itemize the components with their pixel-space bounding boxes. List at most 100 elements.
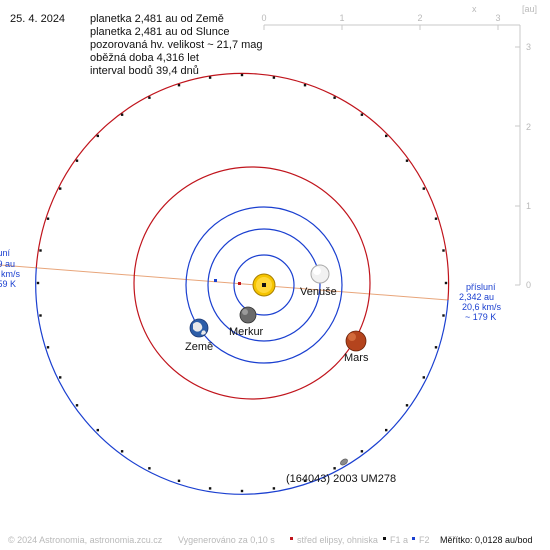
orbit-point [120, 113, 124, 116]
orbit-point [272, 487, 276, 490]
orbit-point [405, 159, 409, 162]
orbit-point [39, 314, 42, 317]
orbit-point [422, 187, 425, 190]
asteroid-orbit-south [35, 267, 449, 495]
orbit-point [59, 376, 62, 379]
mars-label: Mars [344, 352, 369, 364]
footer: © 2024 Astronomia, astronomia.zcu.cz Vyg… [8, 535, 533, 545]
orbit-point [434, 217, 438, 220]
orbit-point [442, 249, 445, 252]
apsis-line [0, 264, 449, 301]
orbit-point [96, 134, 99, 138]
orbit-point [405, 404, 409, 407]
venus-label: Venuše [300, 286, 337, 298]
orbit-point [208, 76, 212, 79]
orbit-point [148, 467, 151, 470]
perihelion-info: přísluní 2,342 au 20,6 km/s ~ 179 K [459, 282, 502, 322]
focus-f2-marker [214, 279, 217, 282]
orbit-point [46, 346, 50, 349]
earth-orbit [185, 206, 343, 364]
asteroid-orbit-points [36, 73, 448, 493]
f1-legend-marker [383, 537, 386, 540]
orbit-point [442, 314, 445, 317]
aphelion-info: odsluní 3,319 au ~ 14,6 km/s ~ 159 K [0, 248, 20, 289]
orbit-point [75, 404, 79, 407]
date-label: 25. 4. 2024 [10, 13, 65, 25]
orbit-point [39, 249, 42, 252]
legend-f2: F2 [419, 535, 430, 545]
perihelion-distance: 2,342 au [459, 292, 494, 302]
orbit-point [96, 428, 99, 432]
perihelion-velocity: 20,6 km/s [462, 302, 502, 312]
x-axis-label: x [472, 4, 477, 14]
info-line: oběžná doba 4,316 let [90, 52, 199, 64]
orbit-point [36, 281, 40, 285]
orbit-point [360, 450, 364, 453]
orbit-point [333, 96, 336, 99]
orbit-point [177, 479, 181, 482]
f2-legend-marker [412, 537, 415, 540]
mercury-orbit [233, 254, 295, 316]
y-tick-label: 3 [526, 42, 531, 52]
mars-icon [345, 330, 367, 352]
info-line: planetka 2,481 au od Slunce [90, 26, 229, 38]
y-tick-label: 0 [526, 280, 531, 290]
scale-label: Měřítko: [440, 535, 473, 545]
asteroid-label: (164043) 2003 UM278 [286, 473, 396, 485]
perihelion-label: přísluní [466, 282, 496, 292]
unit-label: [au] [522, 4, 537, 14]
orbit-point [333, 467, 336, 470]
aphelion-distance: 3,319 au [0, 259, 15, 269]
generation-time: Vygenerováno za 0,10 s [178, 535, 275, 545]
copyright: © 2024 Astronomia, astronomia.zcu.cz [8, 535, 163, 545]
y-tick-label: 2 [526, 122, 531, 132]
earth-label: Země [185, 341, 213, 353]
orbit-point [46, 217, 50, 220]
earth-icon [189, 318, 209, 338]
x-tick-label: 0 [261, 13, 266, 23]
legend-center: střed elipsy, ohniska [297, 535, 378, 545]
asteroid-icon [340, 458, 348, 466]
orbit-point [360, 113, 364, 116]
orbit-point [422, 376, 425, 379]
orbit-point [303, 84, 307, 87]
info-line: interval bodů 39,4 dnů [90, 65, 199, 77]
legend-f1: F1 a [390, 535, 408, 545]
venus-orbit [207, 228, 321, 342]
info-line: pozorovaná hv. velikost ~ 21,7 mag [90, 39, 263, 51]
aphelion-temperature: ~ 159 K [0, 279, 16, 289]
orbit-point [240, 489, 244, 493]
orbit-point [59, 187, 62, 190]
orbit-point [385, 428, 388, 432]
planet-orbits [133, 166, 371, 400]
asteroid-orbit-north [35, 72, 450, 301]
orbit-point [177, 84, 181, 87]
ellipse-center-marker [238, 282, 241, 285]
orbit-point [208, 487, 212, 490]
orbit-point [444, 281, 448, 285]
orbit-point [148, 96, 151, 99]
orbit-point [272, 76, 276, 79]
orbit-point [240, 73, 244, 77]
mars-orbit [133, 166, 371, 400]
x-tick-label: 3 [495, 13, 500, 23]
mercury-label: Merkur [229, 326, 264, 338]
sun-icon [252, 273, 276, 297]
aphelion-velocity: ~ 14,6 km/s [0, 269, 20, 279]
y-tick-label: 1 [526, 201, 531, 211]
info-line: planetka 2,481 au od Země [90, 13, 224, 25]
perihelion-temperature: ~ 179 K [465, 312, 496, 322]
orbit-point [303, 479, 307, 482]
mercury-icon [239, 306, 257, 324]
aphelion-label: odsluní [0, 248, 10, 258]
venus-icon [310, 264, 330, 284]
orbit-point [120, 450, 124, 453]
axes: 0 1 2 3 x [au] 3 2 1 0 [261, 4, 537, 290]
x-tick-label: 1 [339, 13, 344, 23]
orbit-point [385, 134, 388, 138]
scale-value: 0,0128 au/bod [475, 535, 533, 545]
x-tick-label: 2 [417, 13, 422, 23]
orbit-point [75, 159, 79, 162]
orbit-point [434, 346, 438, 349]
